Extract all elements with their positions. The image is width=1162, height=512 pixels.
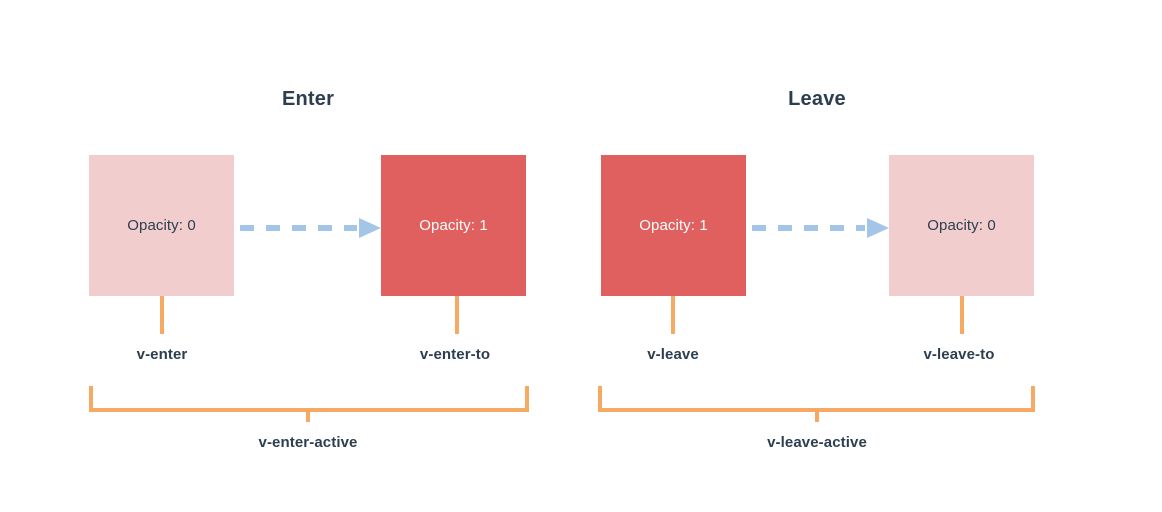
enter-group-title: Enter [281, 88, 335, 110]
leave-target-class-label: v-leave-to [923, 346, 995, 363]
leave-state-initial-opacity-label: Opacity: 1 [639, 217, 708, 234]
enter-state-box-target: Opacity: 1 [381, 155, 526, 296]
leave-active-bracket [598, 386, 1035, 412]
leave-active-class-label: v-leave-active [767, 434, 867, 451]
enter-active-bracket-tick [306, 410, 310, 422]
enter-transition-arrow-icon [240, 218, 381, 238]
leave-initial-class-label: v-leave [647, 346, 699, 363]
enter-state-target-opacity-label: Opacity: 1 [419, 217, 488, 234]
leave-transition-arrow-icon [752, 218, 889, 238]
leave-state-target-opacity-label: Opacity: 0 [927, 217, 996, 234]
leave-state-box-target: Opacity: 0 [889, 155, 1034, 296]
leave-arrow-head-icon [867, 218, 889, 238]
leave-initial-stem [671, 296, 675, 334]
leave-active-bracket-tick [815, 410, 819, 422]
enter-arrow-line [240, 225, 357, 231]
enter-state-box-initial: Opacity: 0 [89, 155, 234, 296]
enter-active-class-label: v-enter-active [258, 434, 358, 451]
enter-state-initial-opacity-label: Opacity: 0 [127, 217, 196, 234]
enter-initial-stem [160, 296, 164, 334]
leave-state-box-initial: Opacity: 1 [601, 155, 746, 296]
leave-target-stem [960, 296, 964, 334]
leave-group-title: Leave [788, 88, 846, 110]
enter-arrow-head-icon [359, 218, 381, 238]
enter-target-stem [455, 296, 459, 334]
enter-initial-class-label: v-enter [136, 346, 188, 363]
leave-arrow-line [752, 225, 865, 231]
enter-active-bracket [89, 386, 529, 412]
enter-target-class-label: v-enter-to [419, 346, 491, 363]
